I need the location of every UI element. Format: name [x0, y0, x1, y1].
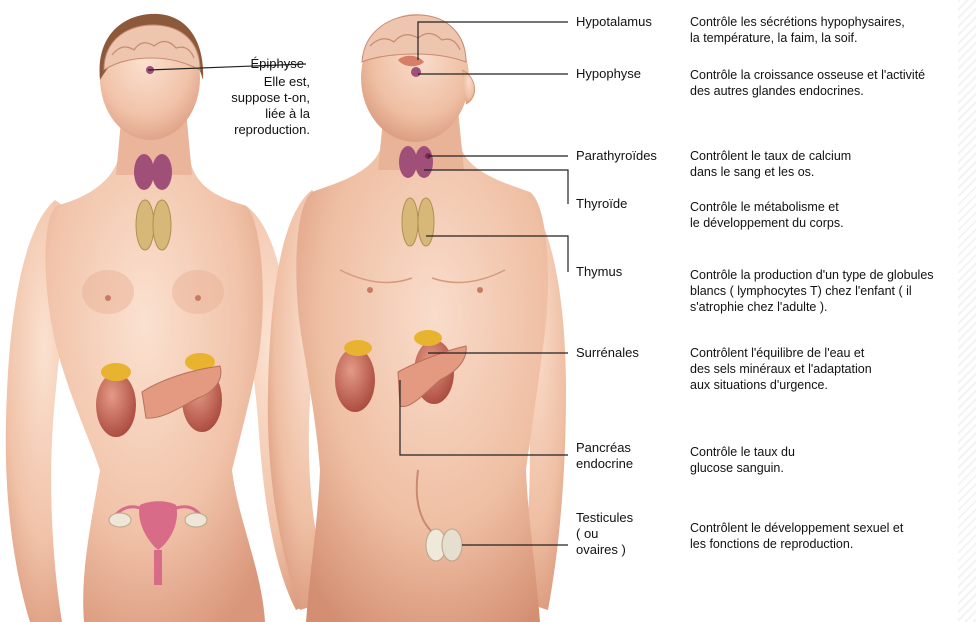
male-left-adrenal — [344, 340, 372, 356]
male-pituitary-gland — [411, 67, 421, 77]
label-epiphyse: Épiphyse — [200, 56, 304, 72]
desc-pancreas: Contrôle le taux du glucose sanguin. — [690, 444, 795, 476]
label-pancreas: Pancréas endocrine — [576, 440, 633, 472]
desc-hypotalamus: Contrôle les sécrétions hypophysaires, l… — [690, 14, 905, 46]
note-epiphyse: Elle est, suppose t-on, liée à la reprod… — [200, 74, 310, 138]
male-figure — [268, 14, 566, 622]
desc-testicules: Contrôlent le développement sexuel et le… — [690, 520, 903, 552]
label-parathyroides: Parathyroïdes — [576, 148, 657, 164]
desc-surrenales: Contrôlent l'équilibre de l'eau et des s… — [690, 345, 872, 393]
label-hypotalamus: Hypotalamus — [576, 14, 652, 30]
label-thymus: Thymus — [576, 264, 622, 280]
label-testicules: Testicules ( ou ovaires ) — [576, 510, 633, 558]
male-left-kidney — [335, 348, 375, 412]
female-right-ovary — [185, 513, 207, 527]
label-hypophyse: Hypophyse — [576, 66, 641, 82]
label-thyroide: Thyroïde — [576, 196, 627, 212]
male-right-adrenal — [414, 330, 442, 346]
female-left-ovary — [109, 513, 131, 527]
desc-thymus: Contrôle la production d'un type de glob… — [690, 267, 934, 315]
female-left-adrenal — [101, 363, 131, 381]
female-left-kidney — [96, 373, 136, 437]
label-surrenales: Surrénales — [576, 345, 639, 361]
desc-parathyroides: Contrôlent le taux de calcium dans le sa… — [690, 148, 851, 180]
desc-hypophyse: Contrôle la croissance osseuse et l'acti… — [690, 67, 925, 99]
desc-thyroide: Contrôle le métabolisme et le développem… — [690, 199, 844, 231]
